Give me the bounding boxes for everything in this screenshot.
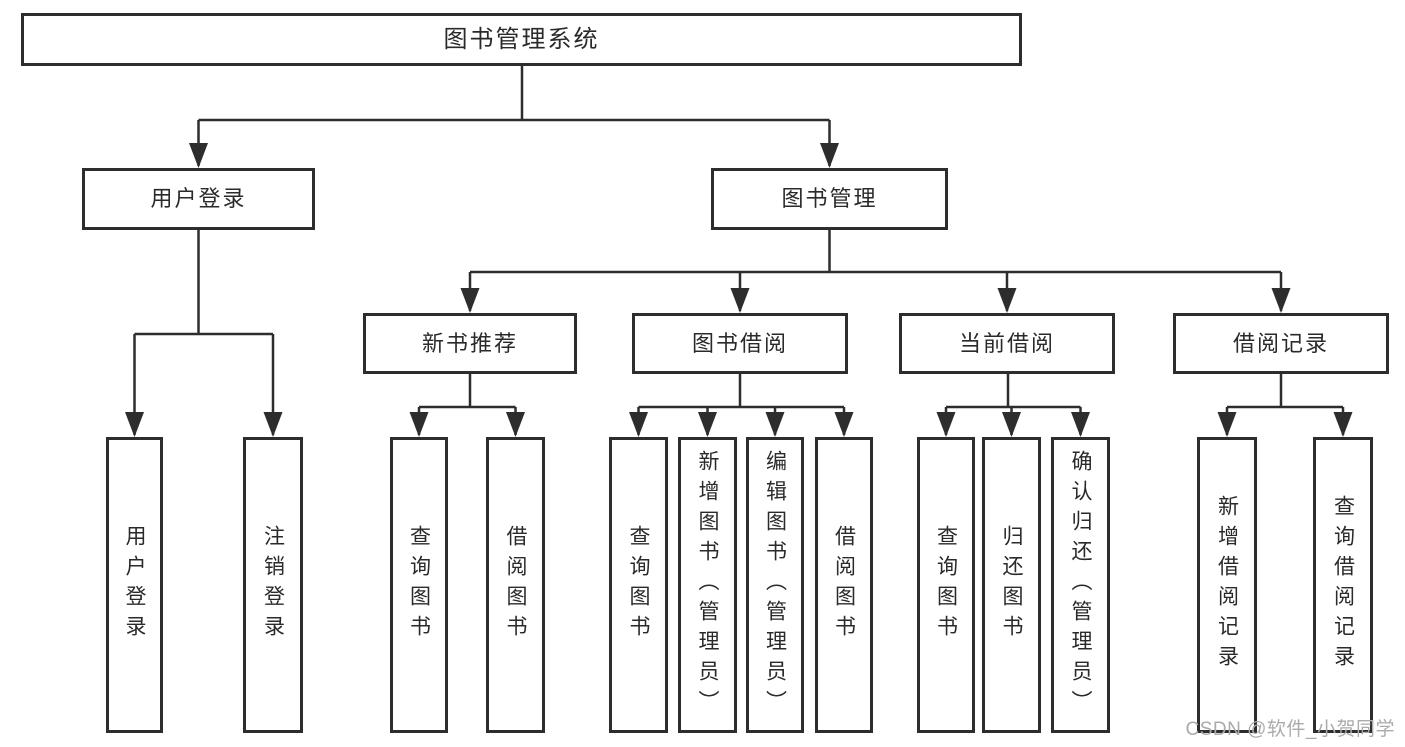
node-book-management: 图书管理 bbox=[711, 168, 948, 230]
leaf-add-book-admin: 新增图书（管理员） bbox=[678, 437, 737, 733]
node-root-label: 图书管理系统 bbox=[443, 25, 600, 53]
leaf-return-books: 归还图书 bbox=[982, 437, 1041, 733]
node-book-management-label: 图书管理 bbox=[781, 186, 878, 211]
leaf-borrow-books-borrow: 借阅图书 bbox=[815, 437, 873, 733]
leaf-borrow-books-recommend: 借阅图书 bbox=[486, 437, 545, 733]
node-root: 图书管理系统 bbox=[21, 13, 1022, 66]
leaf-borrow-books-borrow-label: 借阅图书 bbox=[832, 525, 856, 645]
leaf-query-books-current: 查询图书 bbox=[917, 437, 975, 733]
leaf-confirm-return-admin-label: 确认归还（管理员） bbox=[1069, 450, 1092, 720]
leaf-query-books-recommend-label: 查询图书 bbox=[407, 525, 431, 645]
node-borrowing-records: 借阅记录 bbox=[1173, 313, 1389, 374]
leaf-add-borrow-record-label: 新增借阅记录 bbox=[1215, 495, 1239, 675]
leaf-edit-book-admin: 编辑图书（管理员） bbox=[746, 437, 804, 733]
leaf-query-books-borrow-label: 查询图书 bbox=[627, 525, 650, 645]
node-current-borrowing-label: 当前借阅 bbox=[958, 330, 1055, 356]
csdn-watermark: CSDN @软件_小贺同学 bbox=[1185, 719, 1395, 740]
leaf-query-borrow-record: 查询借阅记录 bbox=[1313, 437, 1373, 733]
leaf-query-books-borrow: 查询图书 bbox=[609, 437, 668, 733]
leaf-confirm-return-admin: 确认归还（管理员） bbox=[1051, 437, 1110, 733]
leaf-logout-label: 注销登录 bbox=[261, 525, 285, 645]
leaf-edit-book-admin-label: 编辑图书（管理员） bbox=[763, 450, 787, 720]
node-user-login: 用户登录 bbox=[82, 168, 315, 230]
node-book-borrowing: 图书借阅 bbox=[632, 313, 848, 374]
node-borrowing-records-label: 借阅记录 bbox=[1232, 330, 1329, 356]
leaf-add-borrow-record: 新增借阅记录 bbox=[1197, 437, 1257, 733]
leaf-logout: 注销登录 bbox=[243, 437, 303, 733]
leaf-return-books-label: 归还图书 bbox=[1000, 525, 1023, 645]
node-current-borrowing: 当前借阅 bbox=[899, 313, 1115, 374]
leaf-user-login-label: 用户登录 bbox=[123, 525, 146, 645]
leaf-add-book-admin-label: 新增图书（管理员） bbox=[696, 450, 719, 720]
leaf-query-borrow-record-label: 查询借阅记录 bbox=[1331, 495, 1355, 675]
leaf-query-books-recommend: 查询图书 bbox=[390, 437, 448, 733]
node-new-book-recommend-label: 新书推荐 bbox=[421, 330, 518, 356]
leaf-query-books-current-label: 查询图书 bbox=[934, 525, 958, 645]
node-user-login-label: 用户登录 bbox=[150, 186, 247, 211]
leaf-borrow-books-recommend-label: 借阅图书 bbox=[504, 525, 527, 645]
node-new-book-recommend: 新书推荐 bbox=[363, 313, 577, 374]
connector-path bbox=[133, 66, 1345, 435]
leaf-user-login: 用户登录 bbox=[106, 437, 163, 733]
node-book-borrowing-label: 图书借阅 bbox=[691, 330, 788, 356]
